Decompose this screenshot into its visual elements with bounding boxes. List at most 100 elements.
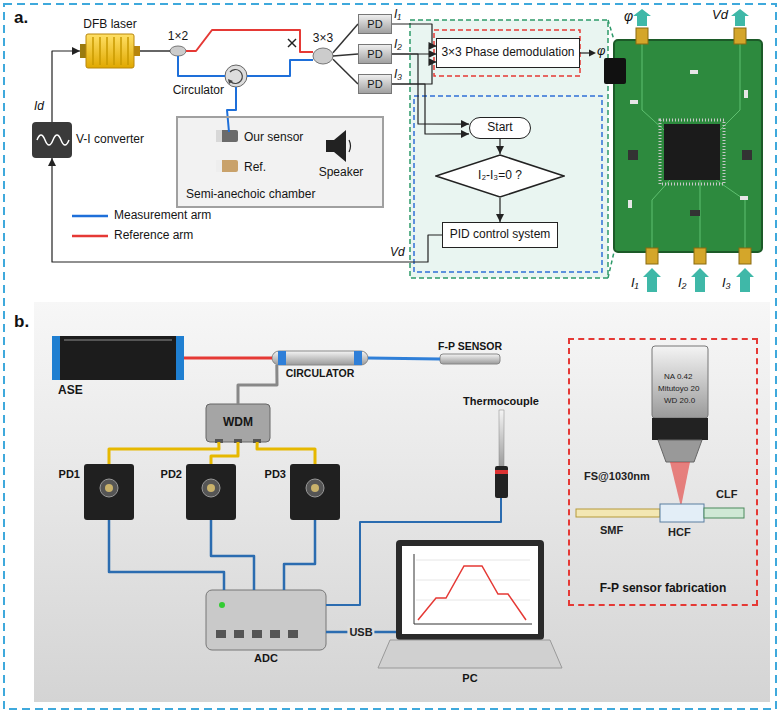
fiber-connector xyxy=(333,24,358,53)
diamond-shape xyxy=(436,155,564,197)
legend-line-sample xyxy=(72,235,108,238)
fiber-connector xyxy=(227,87,236,132)
adc-box: ADC xyxy=(206,590,326,650)
light-source: ASE xyxy=(52,336,184,380)
thermocouple: Thermocouple xyxy=(494,410,508,498)
node-label: F-P sensor fabrication xyxy=(600,582,726,596)
node-label: Circulator xyxy=(173,84,224,98)
node-label: CIRCULATOR xyxy=(286,367,354,379)
legend-line-sample xyxy=(72,215,108,218)
signal-name: I₁ xyxy=(394,8,401,22)
fiber-connector xyxy=(140,50,170,52)
fiber-coupler: 1×2 xyxy=(170,46,186,56)
photodetector: PD xyxy=(358,14,392,34)
node-label: DFB laser xyxy=(83,18,136,32)
node-label: ASE xyxy=(58,384,83,398)
fiber-connector xyxy=(333,54,358,56)
node-label: ADC xyxy=(254,652,278,665)
node-label: WDM xyxy=(223,416,253,430)
fp-sensor: F-P SENSOR xyxy=(440,354,500,364)
fiber-connector xyxy=(238,365,277,404)
node-label: Our sensor xyxy=(244,131,303,145)
signal-arrow xyxy=(392,84,469,134)
fiber-name: HCF xyxy=(668,526,691,539)
fiber-connector xyxy=(109,520,224,590)
signal-name: I₂ xyxy=(394,38,402,52)
node-label: PD xyxy=(367,78,382,91)
fiber-connector xyxy=(211,442,238,464)
node-label: PID control system xyxy=(450,228,551,242)
process-box: 3×3 Phase demodulation xyxy=(436,38,579,68)
fiber-connector xyxy=(184,357,272,360)
signal-name: I₃ xyxy=(394,68,402,82)
fiber-connector xyxy=(284,520,315,590)
fiber-connector xyxy=(247,60,313,76)
node-label: 1×2 xyxy=(168,30,188,44)
arrow-head xyxy=(428,42,436,50)
legend-text: Measurement arm xyxy=(114,209,211,223)
node-label: Speaker xyxy=(319,166,364,180)
fiber-connector xyxy=(186,30,313,52)
lens-marking: Mitutoyo 20 xyxy=(658,384,699,393)
start-oval: Start xyxy=(469,117,531,139)
arrow-head xyxy=(496,146,504,154)
node-label: Ref. xyxy=(244,161,266,175)
photodetector: PD xyxy=(358,74,392,94)
arrow-head xyxy=(461,130,469,138)
process-box: PID control system xyxy=(442,222,558,248)
converter: V-I converter xyxy=(32,122,72,158)
photodetector: PD xyxy=(358,44,392,64)
node-label: PD2 xyxy=(161,468,182,481)
lens-marking: WD 20.0 xyxy=(664,396,695,405)
panel-letter: b. xyxy=(14,312,29,332)
pin-name: Vd xyxy=(712,8,728,23)
arrow-head xyxy=(496,214,504,222)
fiber-connector xyxy=(211,520,254,590)
node-label: PC xyxy=(462,672,477,685)
sensor-icon: Our sensor xyxy=(218,132,240,144)
photodetector: PD2 xyxy=(186,464,236,520)
node-label: Thermocouple xyxy=(463,395,539,408)
fiber-connector xyxy=(333,59,358,84)
laser-note: FS@1030nm xyxy=(584,470,650,483)
node-label: PD3 xyxy=(265,468,286,481)
node-label: I₂-I₃=0 ? xyxy=(478,169,522,183)
circulator: Circulator xyxy=(225,65,247,87)
legend-row: Reference arm xyxy=(72,228,193,244)
pin-name: I₁ xyxy=(631,276,639,291)
signal-name: Vd xyxy=(390,246,405,260)
signal-name: φ xyxy=(597,44,605,59)
node-label: PD1 xyxy=(59,468,80,481)
laptop: PC xyxy=(396,540,544,670)
fiber-connector xyxy=(368,358,440,359)
sensor-icon: Ref. xyxy=(218,162,240,174)
lens-marking: NA 0.42 xyxy=(664,372,692,381)
pin-name: I₃ xyxy=(722,276,731,291)
wdm-box: WDM xyxy=(206,404,270,442)
signal-arrow xyxy=(52,51,80,122)
legend-row: Measurement arm xyxy=(72,208,211,224)
laser-source: DFB laser xyxy=(80,34,140,68)
fiber-name: CLF xyxy=(716,488,737,501)
edge-label: USB xyxy=(347,626,374,639)
node-label: 3×3 xyxy=(313,32,333,46)
arrow-head xyxy=(428,50,436,58)
circulator: CIRCULATOR xyxy=(272,351,368,365)
legend-text: Reference arm xyxy=(114,229,193,243)
decision-diamond: I₂-I₃=0 ? xyxy=(435,154,565,198)
fiber-connector xyxy=(257,442,315,464)
chamber-box: Semi-anechoic chamberOur sensorRef.Speak… xyxy=(176,116,384,208)
fiber-connector xyxy=(109,442,219,464)
node-label: F-P SENSOR xyxy=(438,340,502,352)
signal-name: Id xyxy=(34,100,44,114)
pin-name: I₂ xyxy=(678,276,687,291)
node-label: PD xyxy=(367,18,382,31)
fiber-connector xyxy=(178,56,225,76)
fiber-connector xyxy=(326,498,501,605)
arrow-head xyxy=(461,120,469,128)
